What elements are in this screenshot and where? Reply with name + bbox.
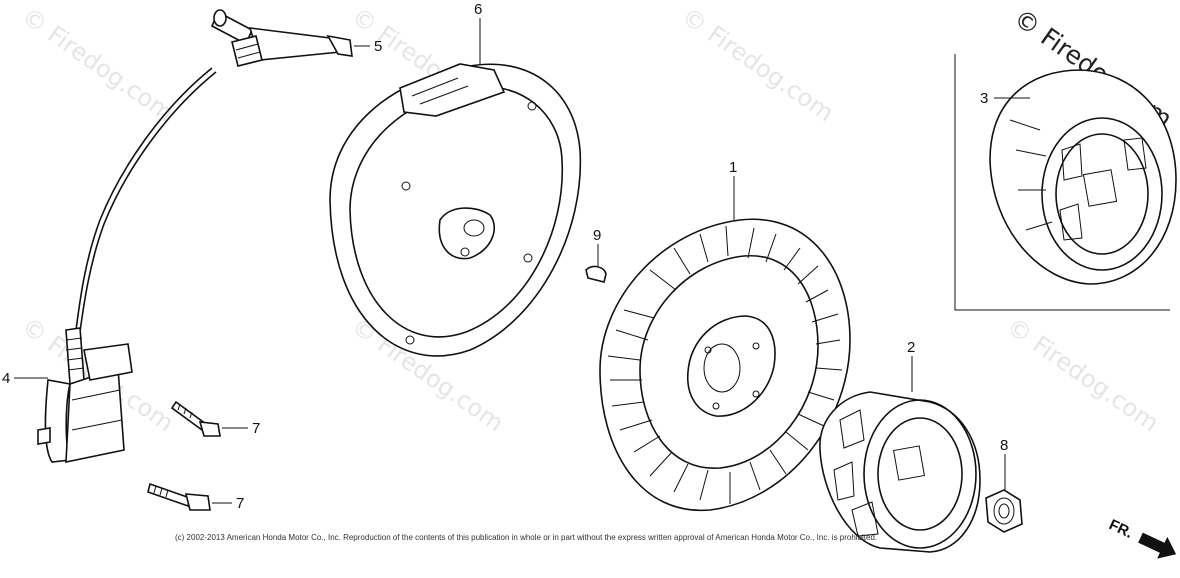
front-label: FR. bbox=[1106, 516, 1135, 542]
callout-7a: 7 bbox=[252, 420, 260, 437]
callout-4: 4 bbox=[2, 370, 10, 387]
copyright-notice: (c) 2002-2013 American Honda Motor Co., … bbox=[175, 533, 877, 542]
watermark: © Firedog.com bbox=[17, 2, 179, 127]
bolt-lower bbox=[147, 482, 211, 511]
callout-5: 5 bbox=[374, 38, 382, 55]
watermark: © Firedog.com bbox=[1002, 312, 1164, 437]
callout-3: 3 bbox=[980, 90, 988, 107]
starter-pulley bbox=[819, 391, 981, 553]
spark-plug-cap bbox=[210, 9, 353, 67]
high-tension-cord bbox=[75, 67, 213, 331]
flywheel bbox=[599, 218, 851, 512]
callout-7b: 7 bbox=[236, 495, 244, 512]
callout-9: 9 bbox=[593, 227, 601, 244]
callout-8: 8 bbox=[1000, 437, 1008, 454]
callout-1: 1 bbox=[729, 159, 737, 176]
inset-frame bbox=[954, 54, 1170, 311]
callout-2: 2 bbox=[907, 339, 915, 356]
front-direction-indicator: FR. bbox=[1106, 516, 1177, 559]
inset-starter-pulley bbox=[989, 69, 1177, 285]
bolt-upper bbox=[170, 400, 221, 437]
fan-cover bbox=[329, 63, 582, 357]
ignition-coil bbox=[37, 327, 133, 463]
woodruff-key bbox=[585, 265, 607, 283]
callout-6: 6 bbox=[474, 1, 482, 18]
watermark: © Firedog.com bbox=[677, 2, 839, 127]
flange-nut bbox=[985, 489, 1023, 533]
front-arrow-icon bbox=[1138, 532, 1177, 559]
